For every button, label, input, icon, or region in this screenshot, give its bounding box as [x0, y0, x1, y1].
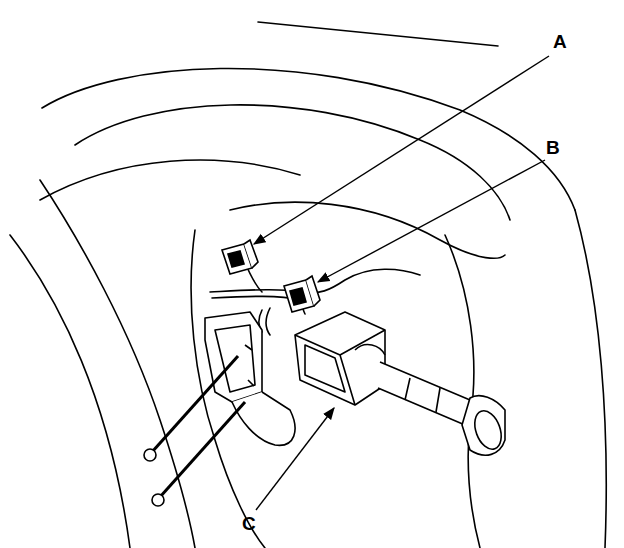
- callout-letter: B: [546, 138, 560, 157]
- callout-letter-box: B: [546, 138, 560, 157]
- panel-far-right: [575, 210, 606, 548]
- screw: [144, 356, 245, 506]
- shroud-left: [40, 180, 195, 548]
- callout-letter: A: [553, 32, 567, 51]
- connector-b: [284, 276, 320, 312]
- column-left: [191, 230, 265, 548]
- callout-letter: C: [242, 514, 256, 533]
- callout-letter-box: C: [242, 514, 256, 533]
- column-top: [230, 202, 505, 258]
- callout-letter-box: A: [553, 32, 567, 51]
- leader-line: [254, 56, 549, 510]
- connector-a: [222, 240, 258, 274]
- hood-lower: [40, 160, 300, 200]
- shroud-outer: [10, 235, 130, 548]
- wiper-switch: [295, 312, 506, 455]
- dash-edge: [258, 22, 498, 46]
